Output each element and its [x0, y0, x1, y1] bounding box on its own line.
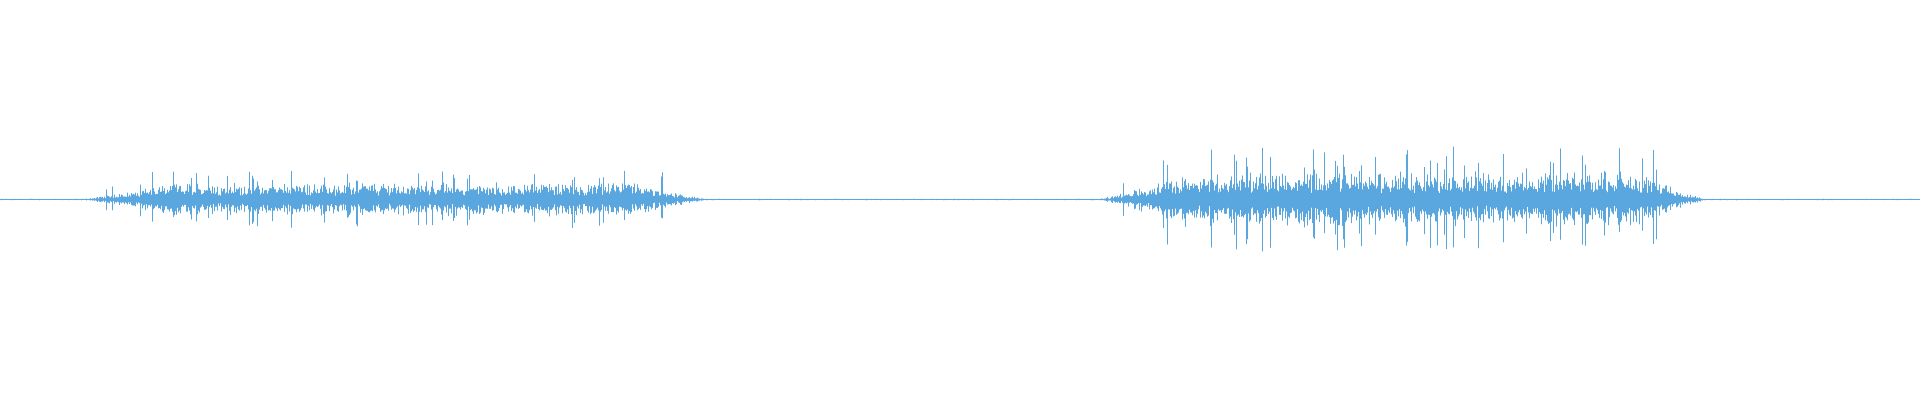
waveform-signal	[0, 146, 1920, 252]
